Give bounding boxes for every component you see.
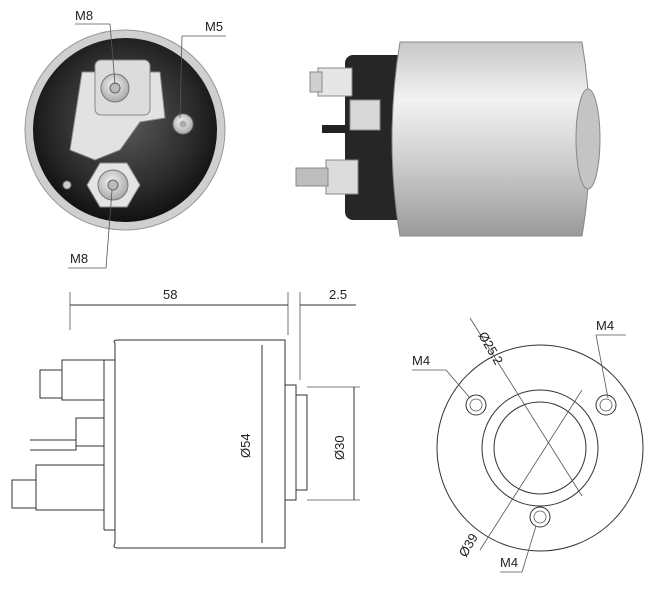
label-m5: M5 (205, 19, 223, 34)
dim-boss-diameter: Ø30 (332, 435, 347, 460)
end-view-photo: M8 M5 M8 (24, 8, 226, 269)
side-view-photo (295, 41, 601, 237)
metal-cylinder (391, 41, 591, 237)
dim-outer-diameter: Ø39 (456, 531, 481, 560)
label-hole-right: M4 (596, 318, 614, 333)
dim-boss-length: 2.5 (329, 287, 347, 302)
label-top-m8: M8 (75, 8, 93, 23)
label-bottom-m8: M8 (70, 251, 88, 266)
hole-right (595, 394, 617, 416)
hole-left (465, 394, 487, 416)
dim-body-diameter: Ø54 (238, 433, 253, 458)
label-hole-left: M4 (412, 353, 430, 368)
flange-view-drawing: Ø25.2 Ø39 M4 M4 M4 (412, 317, 644, 573)
boss-circle (481, 389, 599, 507)
dim-inner-diameter: Ø25.2 (475, 329, 506, 367)
hole-bottom (529, 506, 551, 528)
bore-circle (493, 401, 587, 495)
dim-length: 58 (163, 287, 177, 302)
label-hole-bottom: M4 (500, 555, 518, 570)
black-cap (345, 55, 405, 220)
side-dimension-drawing: 58 2.5 Ø54 Ø30 (11, 287, 360, 549)
inner-diameter-leader (469, 317, 583, 497)
body-outline (113, 339, 286, 549)
flange-outer-circle (436, 344, 644, 552)
